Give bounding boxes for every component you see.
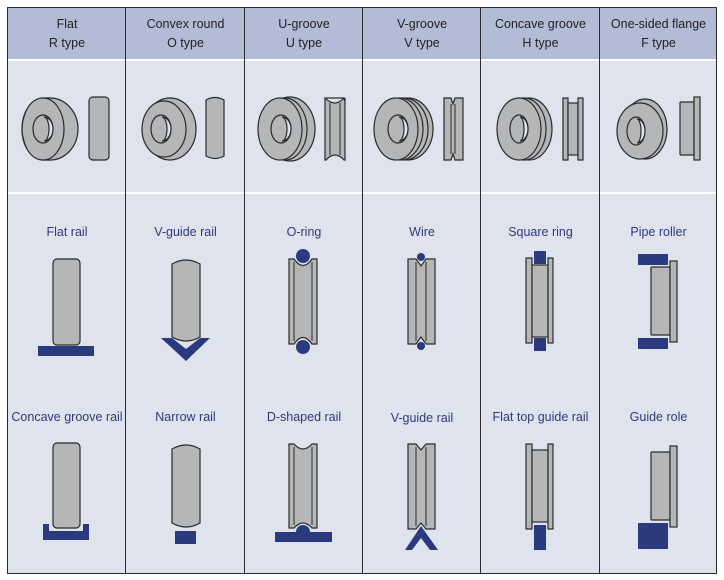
- convex-wheel-icon: [141, 97, 197, 161]
- header-cell-h: Concave groove H type: [481, 8, 600, 59]
- rail-label: Wire: [409, 225, 435, 239]
- rail-label: V-guide rail: [154, 225, 217, 239]
- flange-wheel-profile: [679, 96, 701, 161]
- v-guide-rail-v-type-diagram: [405, 443, 438, 550]
- guide-role-diagram: [638, 445, 678, 549]
- column-divider: [125, 8, 127, 573]
- column-type: O type: [167, 36, 204, 50]
- narrow-rail-diagram: [171, 444, 201, 544]
- header-cell-v: V-groove V type: [363, 8, 481, 59]
- column-type: R type: [48, 36, 86, 50]
- wheel-type-table: Flat R type Convex round O type U-groove U …: [7, 7, 717, 574]
- header-cell-f: One-sided flange F type: [600, 8, 717, 59]
- square-ring-diagram: [525, 251, 554, 351]
- column-type: H type: [522, 36, 559, 50]
- v-groove-wheel-icon: [373, 97, 434, 161]
- header-cell-o: Convex round O type: [126, 8, 245, 59]
- column-divider: [244, 8, 246, 573]
- flat-wheel-profile: [88, 96, 110, 161]
- column-name: V-groove: [396, 17, 448, 31]
- column-name: Convex round: [146, 17, 225, 31]
- column-name: Flat: [56, 17, 78, 31]
- concave-groove-wheel-icon: [496, 97, 553, 161]
- column-type: U type: [285, 36, 323, 50]
- rail-label: Narrow rail: [155, 410, 216, 424]
- column-name: One-sided flange: [610, 17, 707, 31]
- d-shaped-rail-diagram: [275, 443, 332, 542]
- o-ring-diagram: [288, 249, 318, 354]
- column-divider: [362, 8, 364, 573]
- u-groove-profile: [324, 96, 346, 161]
- column-divider: [480, 8, 482, 573]
- rail-label: V-guide rail: [390, 411, 454, 425]
- v-guide-rail-diagram: [161, 259, 210, 361]
- flat-rail-diagram: [38, 258, 94, 356]
- column-divider: [599, 8, 601, 573]
- rail-label: Flat top guide rail: [492, 410, 589, 424]
- rail-label: Concave groove rail: [11, 410, 123, 424]
- rail-label: D-shaped rail: [266, 410, 342, 424]
- column-name: Concave groove: [494, 17, 587, 31]
- rail-label: Flat rail: [46, 225, 88, 239]
- header-cell-r: Flat R type: [8, 8, 126, 59]
- rail-label: Guide role: [629, 410, 688, 424]
- column-name: U-groove: [278, 17, 330, 31]
- flange-wheel-icon: [616, 98, 668, 160]
- concave-groove-rail-diagram: [43, 442, 89, 540]
- v-groove-profile: [443, 97, 464, 161]
- column-type: F type: [641, 36, 676, 50]
- rail-label: Pipe roller: [630, 225, 687, 239]
- flat-top-guide-rail-diagram: [525, 443, 554, 550]
- column-type: V type: [404, 36, 440, 50]
- rail-label: Square ring: [508, 225, 573, 239]
- flat-wheel-icon: [21, 97, 79, 161]
- convex-wheel-profile: [205, 96, 225, 160]
- u-groove-wheel-icon: [257, 96, 316, 162]
- pipe-roller-diagram: [638, 254, 678, 349]
- rail-label: O-ring: [286, 225, 322, 239]
- concave-groove-profile: [562, 97, 584, 161]
- header-cell-u: U-groove U type: [245, 8, 363, 59]
- wire-diagram: [407, 253, 436, 350]
